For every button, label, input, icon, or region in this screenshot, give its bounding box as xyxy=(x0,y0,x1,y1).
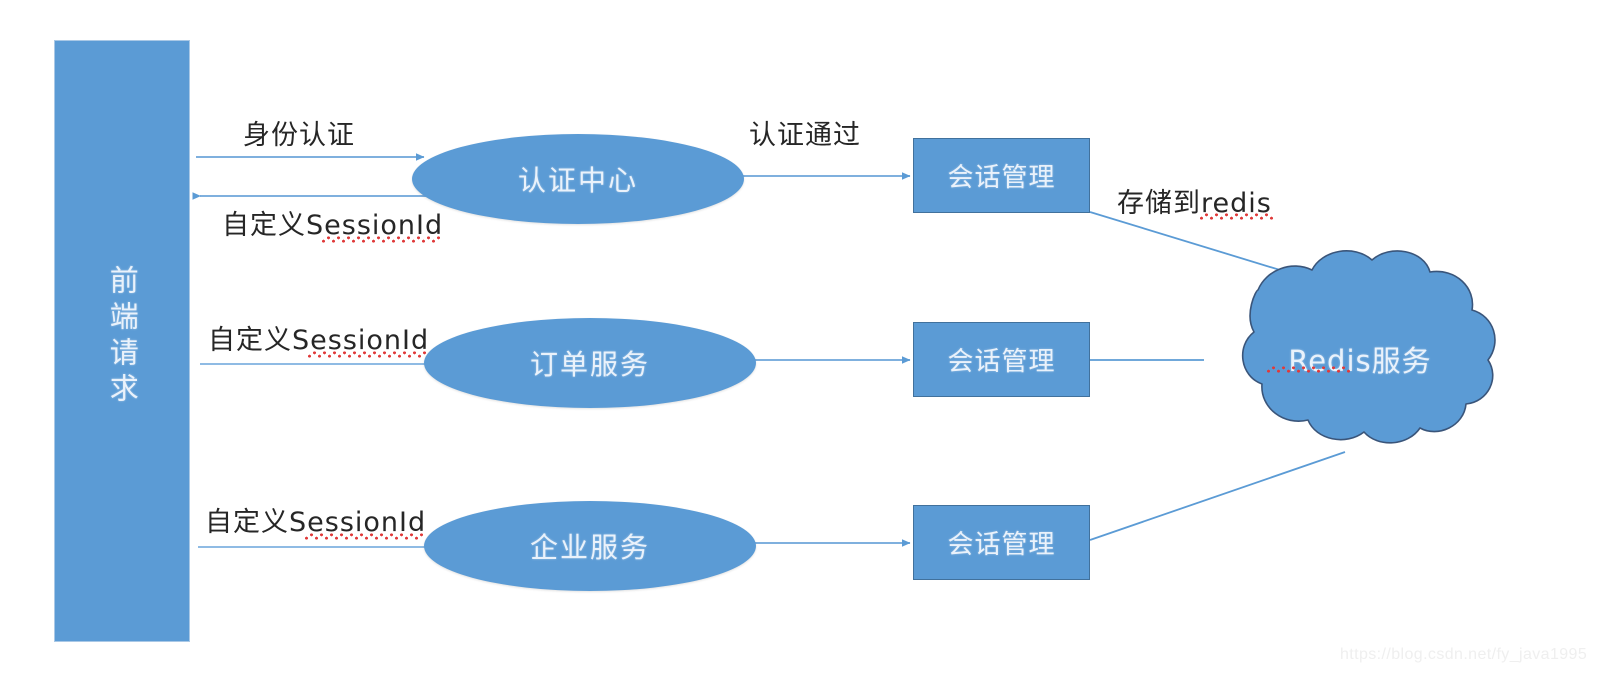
frontend-request-box[interactable]: 前端请求 xyxy=(54,40,190,642)
frontend-request-label: 前端请求 xyxy=(105,265,140,409)
session-box-label: 会话管理 xyxy=(947,347,1056,377)
service-node-order-service[interactable]: 订单服务 xyxy=(424,318,756,408)
service-label: 订单服务 xyxy=(529,348,650,381)
spellcheck-squiggle-sessionid-1 xyxy=(321,236,440,243)
connector-session3-to-redis xyxy=(1089,451,1346,541)
watermark: https://blog.csdn.net/fy_java1995 xyxy=(1340,646,1588,663)
session-management-box-1[interactable]: 会话管理 xyxy=(913,138,1090,213)
service-label: 认证中心 xyxy=(517,164,638,197)
session-management-box-2[interactable]: 会话管理 xyxy=(913,322,1090,397)
service-label: 企业服务 xyxy=(529,531,650,564)
edge-label-auth-passed: 认证通过 xyxy=(749,120,861,151)
spellcheck-squiggle-redis-word xyxy=(1199,213,1275,220)
session-box-label: 会话管理 xyxy=(947,530,1056,560)
spellcheck-squiggle-sessionid-3 xyxy=(304,533,423,540)
session-box-label: 会话管理 xyxy=(947,163,1056,193)
redis-cloud-shape xyxy=(1241,250,1496,444)
session-management-box-3[interactable]: 会话管理 xyxy=(913,505,1090,580)
edge-label-enterprise-request: 自定义SessionId xyxy=(205,507,427,538)
service-node-enterprise-service[interactable]: 企业服务 xyxy=(424,501,756,591)
spellcheck-squiggle-redis-cloud xyxy=(1266,366,1350,373)
edge-label-auth-response: 自定义SessionId xyxy=(222,210,444,241)
edge-label-order-request: 自定义SessionId xyxy=(208,325,430,356)
edge-label-auth-request: 身份认证 xyxy=(243,120,355,151)
service-node-auth-center[interactable]: 认证中心 xyxy=(412,134,744,224)
spellcheck-squiggle-sessionid-2 xyxy=(307,351,426,358)
